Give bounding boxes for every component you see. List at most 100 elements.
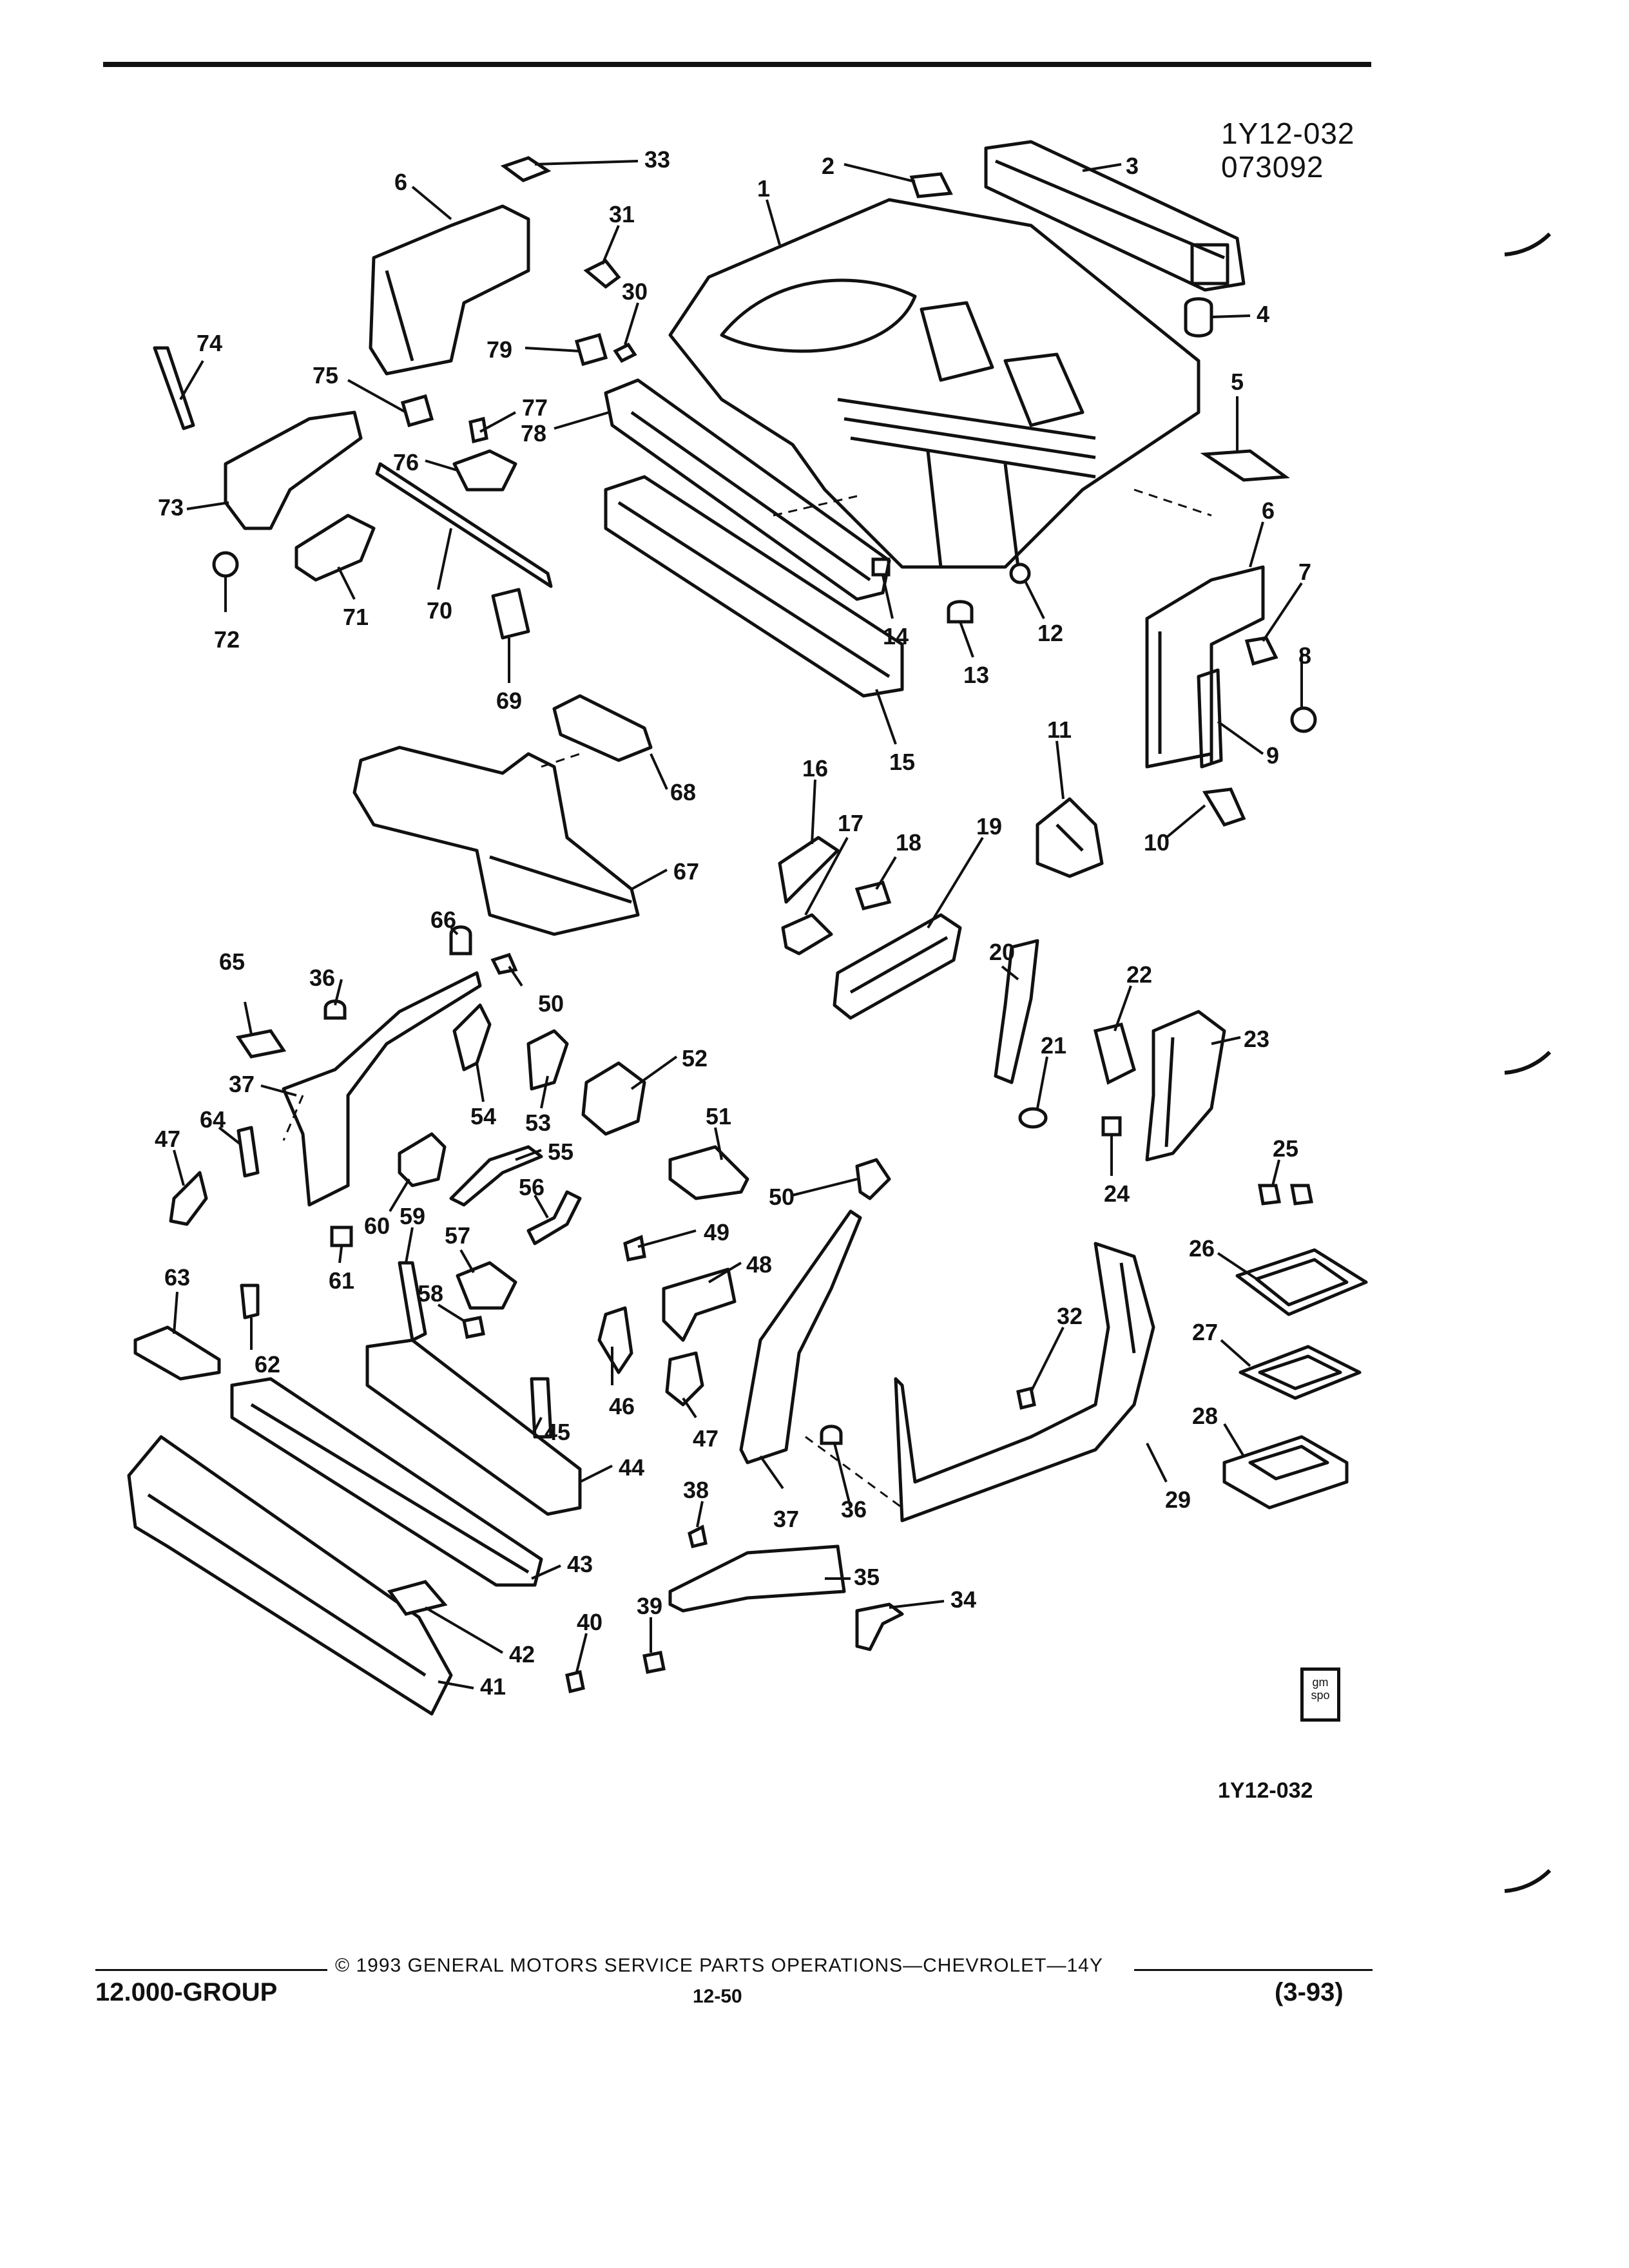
callout: 50 bbox=[538, 990, 564, 1017]
callout: 63 bbox=[164, 1264, 190, 1291]
logo-text-top: gm bbox=[1312, 1676, 1329, 1689]
part-20-brace bbox=[994, 939, 1039, 1084]
callout: 8 bbox=[1298, 642, 1311, 669]
part-79-clip bbox=[574, 332, 608, 367]
part-76-bracket bbox=[452, 449, 517, 492]
footer-page-number: 12-50 bbox=[693, 1986, 742, 2007]
callout: 77 bbox=[522, 394, 548, 421]
part-42-bracket bbox=[387, 1580, 448, 1616]
part-30-fastener bbox=[613, 342, 637, 363]
part-49-clip bbox=[623, 1235, 646, 1262]
part-4-bumper bbox=[1184, 297, 1213, 338]
part-50-clip-lower bbox=[855, 1158, 891, 1200]
part-39-bolt bbox=[642, 1651, 666, 1674]
part-53-bracket bbox=[526, 1029, 569, 1091]
callout: 68 bbox=[670, 779, 696, 805]
part-37-pillar-left bbox=[282, 971, 482, 1207]
part-71-bracket bbox=[294, 514, 376, 582]
part-58-grommet bbox=[462, 1316, 485, 1339]
part-47-bracket-left bbox=[169, 1171, 208, 1226]
part-41-front-panel bbox=[127, 1435, 453, 1716]
callout: 65 bbox=[219, 948, 245, 975]
part-12-nut bbox=[1009, 562, 1031, 584]
callout: 10 bbox=[1144, 829, 1170, 856]
callout: 64 bbox=[200, 1106, 226, 1133]
callout: 35 bbox=[854, 1564, 880, 1590]
part-72-nut bbox=[212, 551, 239, 578]
part-61-spacer bbox=[330, 1225, 353, 1247]
part-45-stud bbox=[530, 1377, 553, 1439]
callout: 6 bbox=[1262, 497, 1275, 524]
top-rule bbox=[103, 62, 1371, 67]
callout: 70 bbox=[427, 597, 452, 624]
callout: 20 bbox=[989, 939, 1015, 965]
callout: 52 bbox=[682, 1045, 708, 1072]
part-21-ring bbox=[1018, 1107, 1048, 1129]
callout: 44 bbox=[619, 1454, 644, 1481]
part-46-bracket bbox=[597, 1306, 633, 1374]
callout: 12 bbox=[1037, 620, 1063, 646]
callout: 72 bbox=[214, 626, 240, 653]
callout: 48 bbox=[746, 1251, 772, 1278]
part-54-bracket bbox=[452, 1003, 492, 1072]
part-6-left-quarter-panel bbox=[369, 204, 530, 376]
callout: 36 bbox=[841, 1496, 867, 1523]
part-36-plug-left bbox=[323, 999, 347, 1020]
part-43-reinforcement bbox=[230, 1377, 543, 1587]
part-6-right-quarter-panel bbox=[1145, 565, 1265, 769]
margin-hole-mark bbox=[1504, 1050, 1552, 1075]
part-31-nut-plate bbox=[583, 258, 621, 289]
part-35-reinforcement bbox=[668, 1544, 846, 1613]
callout: 69 bbox=[496, 687, 522, 714]
part-77-clip bbox=[468, 416, 488, 444]
part-40-nut bbox=[565, 1669, 585, 1694]
part-68-floor-panel bbox=[552, 694, 653, 762]
callout: 76 bbox=[393, 449, 419, 476]
part-24-spacer bbox=[1101, 1116, 1122, 1137]
callout: 60 bbox=[364, 1213, 390, 1239]
part-8-grommet bbox=[1290, 706, 1317, 733]
callout: 74 bbox=[197, 330, 222, 356]
part-33-clip bbox=[500, 156, 552, 182]
callout: 3 bbox=[1126, 153, 1139, 179]
callout: 38 bbox=[683, 1477, 709, 1503]
part-64-strap bbox=[236, 1126, 260, 1178]
callout: 61 bbox=[329, 1267, 354, 1294]
part-38-bolt bbox=[688, 1524, 708, 1549]
callout: 79 bbox=[487, 336, 512, 363]
callout: 9 bbox=[1266, 742, 1279, 769]
callout: 53 bbox=[525, 1110, 551, 1136]
illustration-code: 1Y12-032 bbox=[1221, 117, 1355, 150]
part-11-wheelhouse-insert bbox=[1036, 797, 1104, 878]
part-65-bracket bbox=[235, 1029, 287, 1059]
callout: 15 bbox=[889, 749, 915, 775]
callout: 71 bbox=[343, 604, 369, 630]
gm-spo-logo: gm spo bbox=[1300, 1667, 1340, 1722]
callout: 40 bbox=[577, 1609, 602, 1635]
callout: 33 bbox=[644, 146, 670, 173]
footer-revision: (3-93) bbox=[1275, 1978, 1344, 2006]
callout: 34 bbox=[950, 1586, 976, 1613]
callout: 78 bbox=[521, 420, 546, 447]
part-19-extension bbox=[833, 913, 962, 1020]
part-3-cross-bar bbox=[984, 140, 1246, 292]
part-37-pillar-right bbox=[739, 1209, 862, 1465]
part-13-plug bbox=[947, 600, 974, 624]
callout: 51 bbox=[706, 1103, 731, 1129]
part-34-bracket bbox=[855, 1602, 904, 1651]
callout: 30 bbox=[622, 278, 648, 305]
part-63-bracket bbox=[133, 1325, 221, 1381]
callout-labels: 1 2 3 4 5 6 6 7 8 9 10 11 12 13 14 15 16… bbox=[155, 146, 1311, 1700]
callout: 45 bbox=[545, 1419, 570, 1445]
callout: 49 bbox=[704, 1219, 729, 1245]
part-27-gasket bbox=[1239, 1345, 1362, 1400]
callout: 41 bbox=[480, 1673, 506, 1700]
part-47-bracket-right bbox=[665, 1351, 704, 1407]
part-62-bolt bbox=[240, 1283, 260, 1320]
part-78-rail-reinforcement bbox=[604, 378, 891, 601]
callout: 22 bbox=[1126, 961, 1152, 988]
part-56-brace bbox=[526, 1190, 582, 1245]
callout: 47 bbox=[155, 1126, 180, 1152]
part-59-rod bbox=[398, 1261, 427, 1342]
